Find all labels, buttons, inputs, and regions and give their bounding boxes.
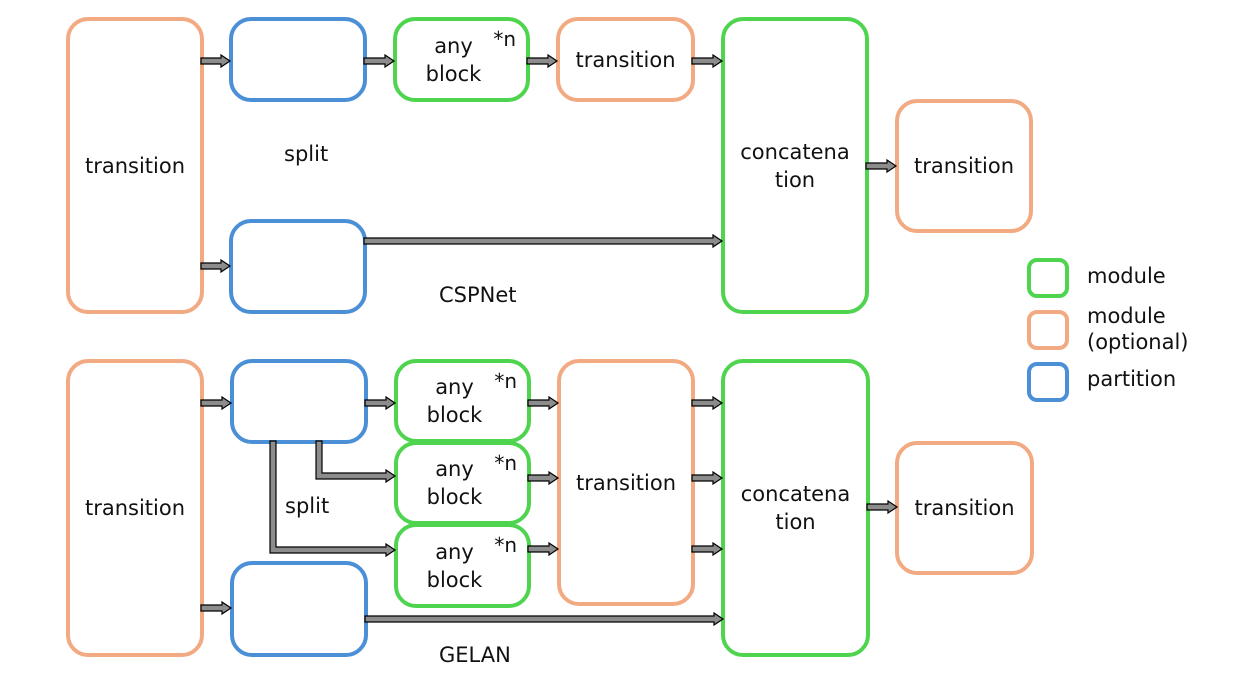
legend-item-module-optional: module (optional) xyxy=(1027,304,1189,355)
cspnet-inner-transition-label: transition xyxy=(575,47,676,72)
gelan-input-transition-label: transition xyxy=(84,496,186,520)
cspnet-arrow-partition-to-block xyxy=(363,53,396,69)
gelan-split-label: split xyxy=(285,494,330,518)
cspnet-concatenation-label: concatena tion xyxy=(740,139,850,192)
gelan-arrow-transition-to-upper-partition xyxy=(200,395,233,411)
legend-label-module: module xyxy=(1087,264,1166,288)
cspnet-input-transition-label: transition xyxy=(84,153,186,178)
legend-swatch-partition xyxy=(1027,362,1069,402)
gelan-arrow-transition-to-lower-partition xyxy=(200,600,233,616)
cspnet-split-label: split xyxy=(284,142,329,166)
legend-swatch-module xyxy=(1027,258,1069,298)
gelan-inner-transition-label: transition xyxy=(575,470,677,495)
cspnet-partition-upper xyxy=(229,17,367,102)
gelan-arrow-transition-to-concat-3 xyxy=(691,541,724,557)
gelan-output-transition: transition xyxy=(895,441,1034,575)
gelan-partition-lower xyxy=(230,561,368,657)
cspnet-partition-lower xyxy=(229,219,367,314)
gelan-arrow-block-2-to-transition xyxy=(527,470,560,486)
gelan-arrow-transition-to-concat-1 xyxy=(691,395,724,411)
legend-swatch-module-optional xyxy=(1027,310,1069,350)
cspnet-output-transition: transition xyxy=(895,99,1033,233)
cspnet-arrow-transition-to-lower-partition xyxy=(200,258,232,274)
gelan-arrow-lower-partition-to-concat xyxy=(364,611,725,627)
gelan-any-block-3-label: any block xyxy=(426,539,483,592)
cspnet-arrow-transition-to-upper-partition xyxy=(200,53,232,69)
gelan-arrow-partition-to-block-3 xyxy=(269,440,397,558)
legend-label-partition: partition xyxy=(1087,367,1177,391)
cspnet-concatenation: concatena tion xyxy=(721,17,869,314)
cspnet-any-block-label: any block xyxy=(425,33,482,86)
legend-item-partition: partition xyxy=(1027,362,1176,402)
cspnet-any-block: any block *n xyxy=(393,17,530,102)
cspnet-caption: CSPNet xyxy=(439,283,517,307)
gelan-arrow-block-1-to-transition xyxy=(527,395,560,411)
cspnet-output-transition-label: transition xyxy=(913,154,1015,178)
gelan-concatenation-label: concatena tion xyxy=(740,482,851,534)
gelan-any-block-2-repeat: *n xyxy=(494,451,517,475)
gelan-any-block-3-repeat: *n xyxy=(494,533,517,557)
gelan-partition-upper xyxy=(230,359,368,444)
gelan-any-block-1-repeat: *n xyxy=(494,369,517,393)
gelan-any-block-3: any block *n xyxy=(394,523,531,608)
gelan-output-transition-label: transition xyxy=(914,496,1015,520)
cspnet-any-block-repeat: *n xyxy=(493,27,516,51)
gelan-any-block-1-label: any block xyxy=(426,375,483,427)
gelan-concatenation: concatena tion xyxy=(721,359,870,657)
gelan-arrow-concat-to-output xyxy=(866,499,899,515)
cspnet-arrow-transition-to-concat xyxy=(691,53,724,69)
gelan-caption: GELAN xyxy=(439,643,511,667)
gelan-arrow-partition-to-block-2 xyxy=(315,440,397,484)
gelan-arrow-transition-to-concat-2 xyxy=(691,470,724,486)
cspnet-arrow-block-to-transition xyxy=(526,53,559,69)
gelan-input-transition: transition xyxy=(66,359,204,657)
gelan-inner-transition: transition xyxy=(557,359,695,606)
cspnet-input-transition: transition xyxy=(66,17,204,314)
cspnet-arrow-concat-to-output xyxy=(865,158,898,174)
gelan-any-block-2-label: any block xyxy=(426,457,483,509)
cspnet-inner-transition: transition xyxy=(556,17,695,102)
gelan-arrow-block-3-to-transition xyxy=(527,541,560,557)
gelan-arrow-partition-to-block-1 xyxy=(364,395,397,411)
cspnet-arrow-lower-partition-to-concat xyxy=(363,233,724,249)
gelan-any-block-2: any block *n xyxy=(394,441,531,525)
legend-label-module-optional: module (optional) xyxy=(1087,304,1189,354)
legend-item-module: module xyxy=(1027,258,1166,298)
